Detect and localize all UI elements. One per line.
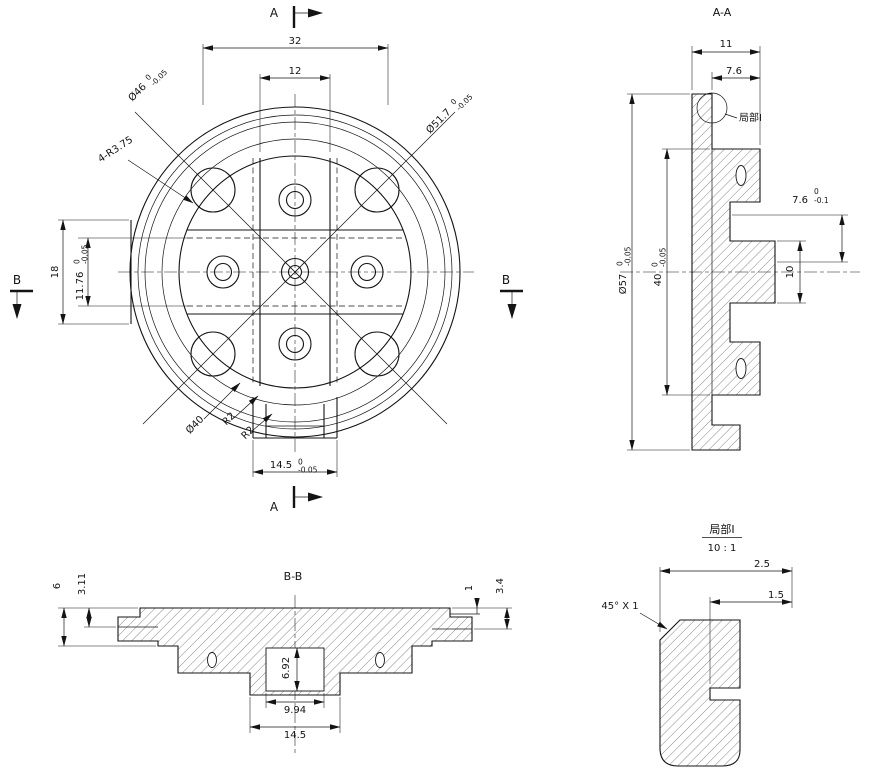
dim-11-76: 11.76 0 -0.05 [73,244,90,300]
aa-dim-10: 10 [785,266,796,279]
section-letter-b-right: B [502,273,510,287]
section-aa-title: A-A [713,6,732,19]
aa-dim-76-top: 7.6 [726,66,742,77]
section-marker-a-top: A [270,6,323,28]
front-center-hole [280,257,310,287]
section-letter-a-bottom: A [270,500,279,514]
aa-76r-tol-hi: 0 [814,187,819,196]
bb-left-hole [207,652,217,668]
front-lobe-circles [190,167,400,377]
bb-dim-145: 14.5 [284,730,306,741]
dim-32: 32 [289,36,302,47]
front-outer-rim-circles [129,106,461,438]
dim-dia46-nominal: Ø46 [126,81,149,104]
dim-dia46-tol-hi: 0 [143,72,153,82]
dim-dia517-nominal: Ø51.7 [424,106,454,136]
aa-dim-40: 40 0 -0.05 [651,247,668,286]
dim-dia40: Ø40 [183,413,206,436]
detail-section-body [659,619,741,767]
section-marker-b-right: B [500,273,523,319]
bb-center-slot [265,647,325,692]
section-letter-b-left: B [13,273,21,287]
front-dimension-lines [58,44,389,477]
aa-bottom-hole [735,358,747,379]
bb-dimension-lines [58,598,512,733]
front-cross-slot-edges [187,158,403,386]
front-view: 32 12 Ø46 0 -0.05 Ø51.7 0 -0.05 4-R3.75 … [10,6,523,514]
dim-1176-tol-hi: 0 [73,259,82,264]
aa-dia57-tol-hi: 0 [616,261,625,266]
aa-section-body [691,93,776,451]
bb-dim-994: 9.94 [284,705,306,716]
aa-40-nominal: 40 [653,274,664,287]
aa-dim-76-right: 7.6 0 -0.1 [792,187,829,206]
detail-dimension-lines [639,567,793,684]
aa-dia57-tol-lo: -0.05 [624,246,633,266]
aa-detail-callout-label: 局部I [739,111,762,124]
aa-76r-nominal: 7.6 [792,195,808,206]
dim-dia51-7: Ø51.7 0 -0.05 [424,92,475,136]
section-marker-a-bottom: A [270,486,323,514]
section-letter-a-top: A [270,6,279,20]
aa-40-tol-hi: 0 [651,262,660,267]
section-bb-title: B-B [284,570,303,583]
aa-dimension-lines [627,46,848,451]
aa-76r-tol-lo: -0.1 [814,196,829,205]
dim-dia517-tol-lo: -0.05 [454,92,474,112]
front-centerlines [118,94,474,452]
section-bb-view: B-B 6 3.11 1 3.4 6.92 9.94 14.5 [52,570,512,755]
dim-145-nominal: 14.5 [270,460,292,471]
front-hidden-edges [187,158,403,386]
dim-145-tol-hi: 0 [298,458,303,467]
detail-view: 局部I 10 : 1 2.5 1.5 45° X 1 [601,522,793,767]
dim-1176-nominal: 11.76 [75,272,86,301]
dim-r2-b: R2 [240,425,257,442]
dim-145-tol-lo: -0.05 [298,466,318,475]
detail-dim-25: 2.5 [754,559,770,570]
dim-14-5: 14.5 0 -0.05 [270,458,318,475]
aa-detail-callout: 局部I [696,92,762,124]
bb-dim-311: 3.11 [77,573,88,595]
section-aa-view: A-A 局部I 11 7.6 Ø57 0 [616,6,860,451]
dim-dia46: Ø46 0 -0.05 [126,68,169,104]
bb-dim-6: 6 [52,583,63,589]
detail-scale: 10 : 1 [708,543,737,554]
bb-right-hole [375,652,385,668]
dim-dia46-tol-lo: -0.05 [149,68,169,88]
aa-40-tol-lo: -0.05 [659,247,668,267]
aa-dia57-nominal: Ø57 [617,274,629,295]
bb-dim-1: 1 [464,585,475,591]
bb-dim-692: 6.92 [281,657,292,679]
bb-dim-34: 3.4 [495,578,506,594]
section-marker-b-left: B [10,273,33,319]
dim-1176-tol-lo: -0.05 [81,244,90,264]
dim-12: 12 [289,66,302,77]
aa-top-hole [735,165,747,186]
detail-title: 局部I [709,522,734,536]
aa-dim-dia57: Ø57 0 -0.05 [616,246,633,294]
dim-dia517-tol-hi: 0 [449,97,459,107]
aa-dim-11: 11 [720,39,733,50]
detail-dim-15: 1.5 [768,590,784,601]
front-bolt-holes [206,183,384,361]
detail-chamfer-note: 45° X 1 [601,601,638,612]
dim-18: 18 [50,266,61,279]
